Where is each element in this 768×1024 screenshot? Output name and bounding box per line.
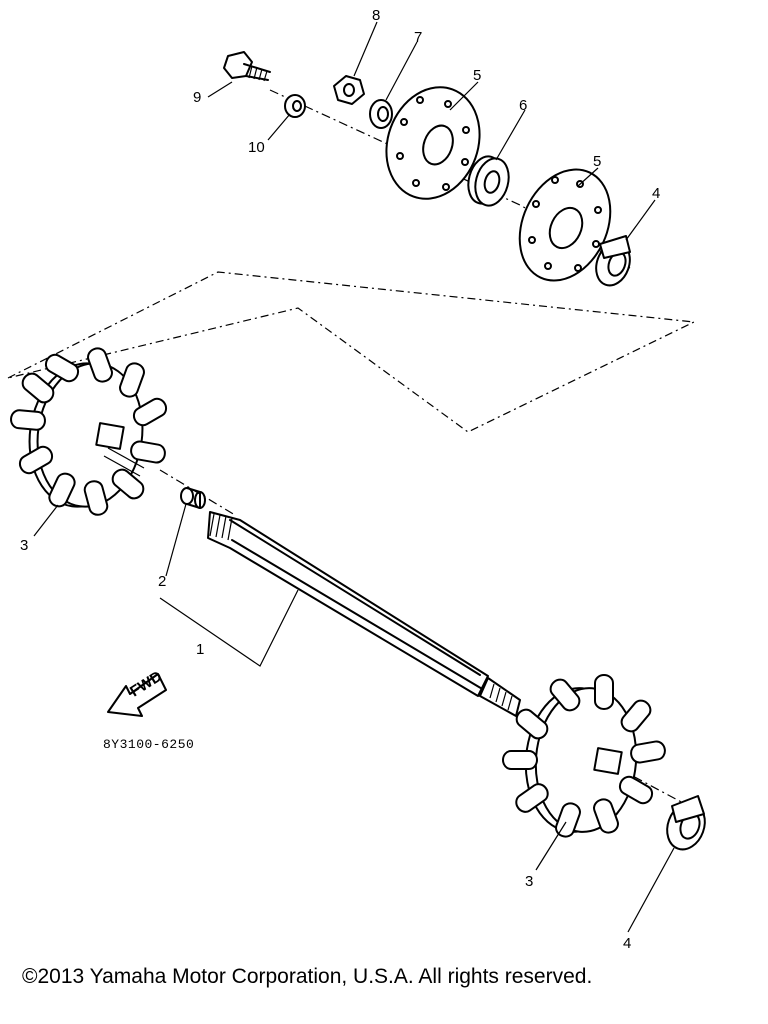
callout-2: 2: [158, 573, 166, 590]
clamp-part-4-lower: [666, 795, 706, 851]
sprocket-part-3-right: [502, 674, 668, 841]
copyright-notice: ©2013 Yamaha Motor Corporation, U.S.A. A…: [22, 965, 593, 988]
callout-4-upper: 4: [652, 185, 660, 202]
assembly-outline: [7, 271, 697, 433]
flange-plate-part-5-lower: [518, 168, 612, 282]
callout-5-lower: 5: [593, 153, 601, 170]
flange-plate-part-5-upper: [385, 86, 481, 200]
lock-washer-part-7: [369, 99, 393, 129]
nut-part-8: [333, 75, 365, 105]
callout-1: 1: [196, 641, 204, 658]
callout-6: 6: [519, 97, 527, 114]
callout-4-lower: 4: [623, 935, 631, 952]
diagram-code: 8Y3100-6250: [103, 737, 195, 752]
shaft-part-1: [207, 511, 521, 717]
callout-3-left: 3: [20, 537, 28, 554]
callout-9: 9: [193, 89, 201, 106]
callout-8: 8: [372, 7, 380, 24]
bearing-part-6: [467, 155, 510, 207]
leader-lines: [33, 21, 675, 933]
callout-5-upper: 5: [473, 67, 481, 84]
callout-3-right: 3: [525, 873, 533, 890]
fwd-arrow: FWD: [107, 668, 167, 717]
washer-part-10: [284, 94, 306, 118]
clamp-part-4-upper: [595, 235, 631, 287]
callout-10: 10: [248, 139, 265, 156]
pin-part-2: [180, 487, 206, 509]
sprocket-part-3-left: [9, 344, 171, 518]
bolt-part-9: [223, 51, 271, 82]
callout-7: 7: [414, 29, 422, 46]
